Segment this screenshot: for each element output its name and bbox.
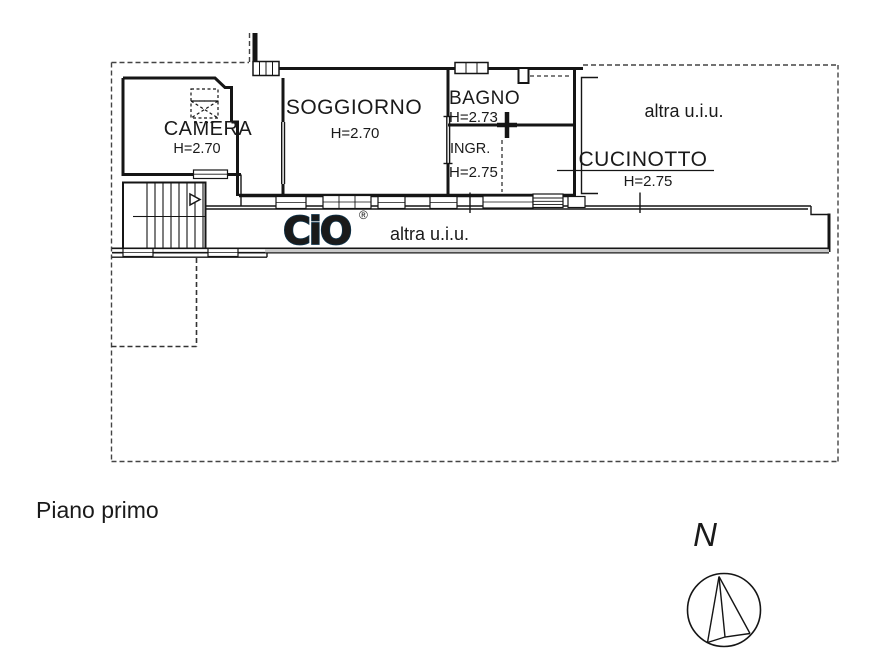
registered-trademark-icon: ®	[359, 208, 368, 222]
bagno-height: H=2.73	[449, 109, 498, 126]
wall-pillar	[517, 67, 530, 84]
door-jamb-t	[497, 112, 517, 138]
stair-direction-arrow	[189, 192, 202, 207]
other-unit-top-label: altra u.i.u.	[644, 101, 723, 121]
cucinotto-label: CUCINOTTO	[579, 148, 708, 171]
stair-treads	[133, 183, 206, 249]
other-unit-strip-label: altra u.i.u.	[390, 224, 469, 244]
interior-dashed-lines	[501, 75, 572, 192]
courtyard-dashed-box	[111, 258, 198, 348]
north-compass: N	[686, 516, 762, 648]
compass-north-label: N	[693, 516, 717, 553]
ingresso-label: INGR.	[450, 141, 490, 157]
strip-bottom-wall-fill	[265, 249, 829, 253]
door-thresholds	[122, 169, 586, 258]
compass-circle-icon	[686, 572, 762, 648]
camera-label: CAMERA	[164, 118, 253, 140]
bagno-label: BAGNO	[449, 88, 520, 109]
staircase	[122, 181, 207, 249]
cio-logo: CiO ®	[282, 208, 368, 254]
upper-wall-stub	[252, 33, 258, 70]
soggiorno-label: SOGGIORNO	[286, 96, 422, 119]
cio-logo-text: CiO	[283, 209, 351, 253]
soggiorno-height: H=2.70	[331, 125, 380, 142]
cucinotto-height: H=2.75	[624, 173, 673, 190]
camera-height: H=2.70	[173, 141, 220, 157]
property-boundary-dashed	[110, 33, 839, 463]
facade-windows	[252, 60, 489, 77]
floor-title: Piano primo	[36, 497, 159, 523]
compass-needle-icon	[706, 576, 751, 644]
room-labels: CAMERA H=2.70 SOGGIORNO H=2.70 BAGNO H=2…	[164, 88, 724, 244]
ingresso-height: H=2.75	[449, 164, 498, 181]
skylight-window-symbol	[190, 88, 219, 124]
